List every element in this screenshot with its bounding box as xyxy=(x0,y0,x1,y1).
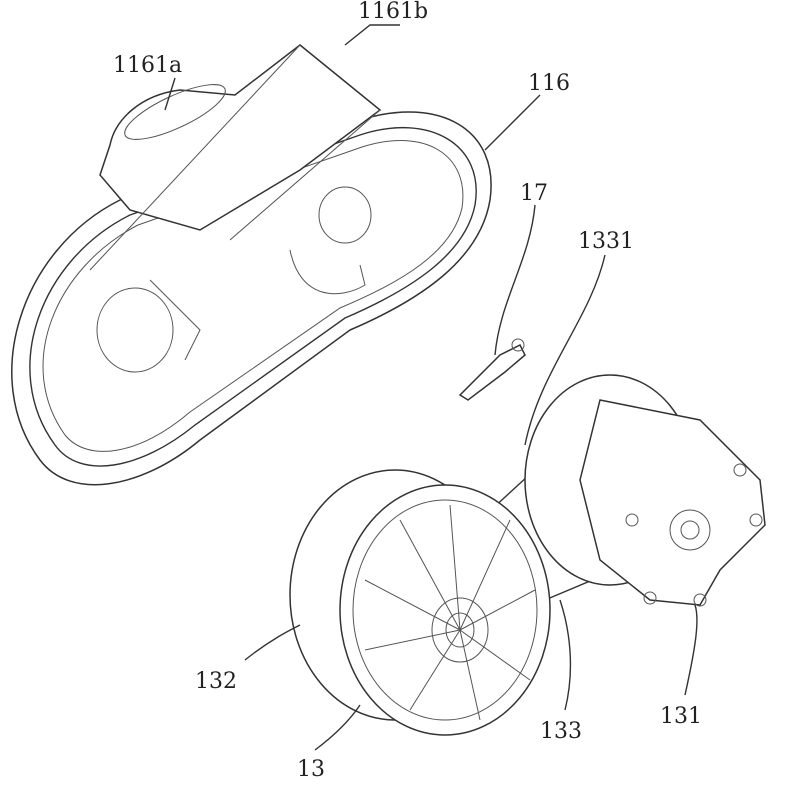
clip-part-17 xyxy=(458,338,526,401)
label-132: 132 xyxy=(195,669,237,694)
pulley-131 xyxy=(524,374,766,607)
air-duct xyxy=(89,44,382,271)
label-131: 131 xyxy=(660,704,702,729)
label-116: 116 xyxy=(528,71,570,96)
label-1161a: 1161a xyxy=(113,53,182,78)
label-1331: 1331 xyxy=(578,229,634,254)
pulley-132 xyxy=(289,469,551,736)
leader-lines xyxy=(164,24,698,751)
label-17: 17 xyxy=(520,181,548,206)
label-13: 13 xyxy=(297,757,325,782)
label-133: 133 xyxy=(540,719,582,744)
label-1161b: 1161b xyxy=(358,0,428,24)
